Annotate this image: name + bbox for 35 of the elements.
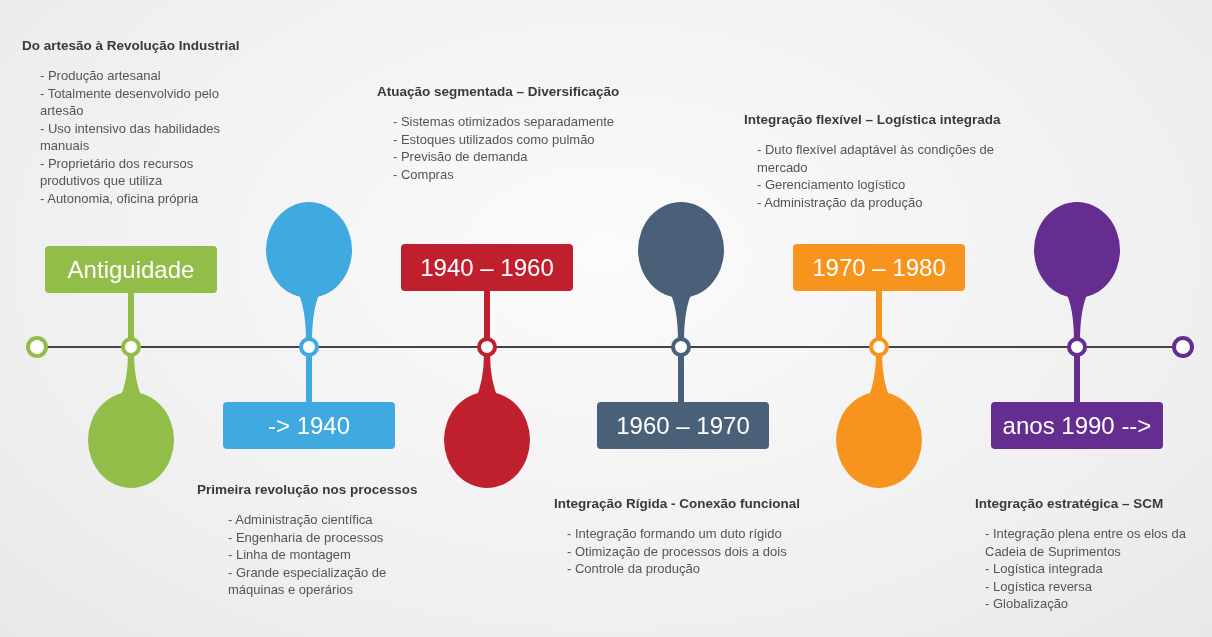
bullet-text: - Linha de montagem: [228, 546, 352, 564]
period-heading: Integração Rígida - Conexão funcional: [554, 496, 802, 511]
bullet-text: - Administração científica: [228, 511, 374, 529]
period-box: Antiguidade: [45, 246, 217, 293]
period-heading: Integração estratégica – SCM: [975, 496, 1165, 511]
period-box: -> 1940: [223, 402, 395, 449]
bullet-text: - Autonomia, oficina própria: [40, 189, 200, 207]
period-heading: Do artesão à Revolução Industrial: [22, 38, 241, 53]
bullet-text: - Previsão de demanda: [393, 148, 529, 166]
bullet-text: - Estoques utilizados como pulmão: [393, 130, 596, 148]
bullet-text: - Uso intensivo das habilidades manuais: [40, 119, 221, 155]
bullet-text: - Proprietário dos recursos produtivos que utiliza: [40, 154, 195, 190]
period-heading: Primeira revolução nos processos: [197, 482, 419, 497]
bullet-text: - Logística reversa: [985, 577, 1093, 595]
bullet-text: - Engenharia de processos: [228, 528, 385, 546]
period-box: anos 1990 -->: [991, 402, 1163, 449]
bullet-text: - Compras: [393, 165, 455, 183]
bullet-text: - Controle da produção: [567, 560, 701, 578]
period-heading: Atuação segmentada – Diversificação: [377, 84, 621, 99]
bullet-text: - Duto flexível adaptável às condições de mercado: [757, 141, 996, 176]
bullet-text: - Sistemas otimizados separadamente: [393, 113, 616, 131]
bullet-text: - Produção artesanal: [40, 67, 162, 85]
bullet-text: - Logística integrada: [985, 560, 1104, 578]
bullet-text: - Administração da produção: [757, 193, 924, 211]
bullet-text: - Integração formando um duto rígido: [567, 525, 783, 543]
bullet-text: - Gerenciamento logístico: [757, 176, 907, 194]
bullet-text: - Globalização: [985, 595, 1070, 613]
bullet-text: - Grande especialização de máquinas e operários: [228, 563, 388, 599]
period-box: 1940 – 1960: [401, 244, 573, 291]
period-box: 1960 – 1970: [597, 402, 769, 449]
bullet-text: - Integração plena entre os elos da Cadeia de Suprimentos: [985, 525, 1187, 560]
period-heading: Integração flexível – Logística integrada: [744, 112, 1002, 127]
bullet-text: - Totalmente desenvolvido pelo artesão: [40, 84, 220, 120]
period-box: 1970 – 1980: [793, 244, 965, 291]
bullet-text: - Otimização de processos dois a dois: [567, 542, 788, 560]
